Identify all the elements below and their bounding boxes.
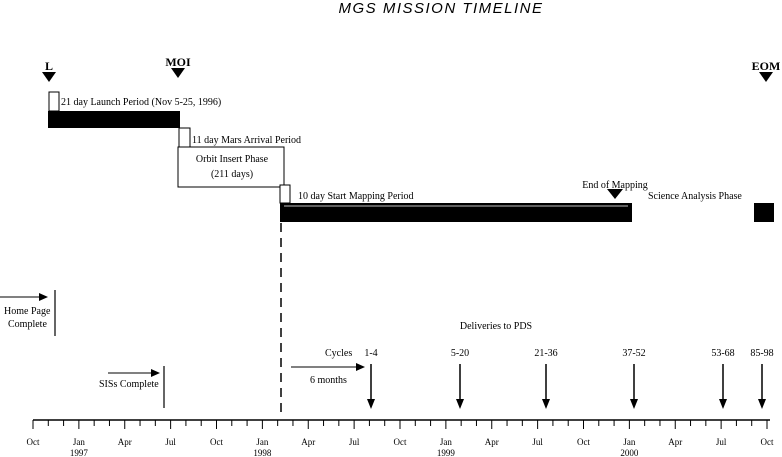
axis-year-label: 1997 — [70, 448, 89, 457]
axis-month-label: Jan — [256, 437, 268, 447]
axis-year-label: 2000 — [620, 448, 639, 457]
cruise-bar — [48, 111, 180, 128]
cycle-arrow-head-icon — [456, 399, 464, 409]
cycle-label: 1-4 — [364, 348, 377, 359]
home-page-label-1: Home Page — [4, 306, 51, 317]
axis-month-label: Apr — [118, 437, 132, 447]
mapping-bar — [280, 203, 632, 222]
orbit-insert-box — [177, 146, 285, 188]
cycle-label: 85-98 — [750, 348, 773, 359]
cycle-arrow-head-icon — [367, 399, 375, 409]
deliveries-title: Deliveries to PDS — [460, 321, 532, 332]
launch-marker-icon — [42, 72, 56, 82]
axis-month-label: Jul — [165, 437, 176, 447]
axis-month-label: Apr — [485, 437, 499, 447]
axis-month-label: Jan — [73, 437, 85, 447]
launch-period-box — [48, 91, 60, 112]
orbit-insert-label-2: (211 days) — [211, 169, 253, 180]
axis-month-label: Oct — [27, 437, 40, 447]
axis-month-label: Jul — [532, 437, 543, 447]
moi-marker-icon — [171, 68, 185, 78]
axis-year-label: 1999 — [437, 448, 456, 457]
end-of-mapping-icon — [607, 189, 623, 199]
orbit-insert-label-1: Orbit Insert Phase — [196, 154, 269, 165]
moi-marker-label: MOI — [165, 55, 191, 69]
axis-year-label: 1998 — [253, 448, 272, 457]
cycle-arrow-head-icon — [758, 399, 766, 409]
cycles-label: Cycles — [325, 348, 352, 359]
cycle-label: 21-36 — [534, 348, 557, 359]
launch-period-label: 21 day Launch Period (Nov 5-25, 1996) — [61, 97, 221, 108]
axis-month-label: Jul — [349, 437, 360, 447]
cycle-arrow-head-icon — [630, 399, 638, 409]
cycle-label: 53-68 — [711, 348, 734, 359]
axis-month-label: Oct — [210, 437, 223, 447]
axis-month-label: Jan — [623, 437, 635, 447]
axis-month-label: Apr — [301, 437, 315, 447]
axis-month-label: Jan — [440, 437, 452, 447]
cycle-arrow-head-icon — [719, 399, 727, 409]
diagram-title: MGS MISSION TIMELINE — [338, 0, 543, 17]
cycle-label: 5-20 — [451, 348, 469, 359]
cycle-label: 37-52 — [622, 348, 645, 359]
axis-month-label: Oct — [577, 437, 590, 447]
cycle-arrow-head-icon — [542, 399, 550, 409]
eom-marker-label: EOM — [752, 59, 781, 73]
axis-month-label: Oct — [761, 437, 774, 447]
mars-arrival-box — [178, 127, 191, 148]
home-page-label-2: Complete — [8, 319, 47, 330]
axis-month-label: Apr — [668, 437, 682, 447]
eom-marker-icon — [759, 72, 773, 82]
delivery-cycles: 1-4 5-20 21-36 37-52 53-68 85-98 — [364, 348, 774, 409]
start-mapping-label: 10 day Start Mapping Period — [298, 191, 414, 202]
launch-marker-label: L — [45, 59, 53, 73]
mars-arrival-label: 11 day Mars Arrival Period — [192, 135, 301, 146]
axis-month-label: Jul — [716, 437, 727, 447]
start-mapping-box — [279, 184, 291, 204]
six-months-label: 6 months — [310, 375, 347, 386]
sis-complete-label: SISs Complete — [99, 379, 159, 390]
axis-month-label: Oct — [394, 437, 407, 447]
end-of-mapping-label: End of Mapping — [582, 180, 648, 191]
science-analysis-bar — [754, 203, 774, 222]
science-analysis-label: Science Analysis Phase — [648, 191, 742, 202]
time-axis: Oct Jan Apr Jul Oct Jan Apr Jul Oct Jan Apr Jul Oct J… — [27, 420, 774, 457]
